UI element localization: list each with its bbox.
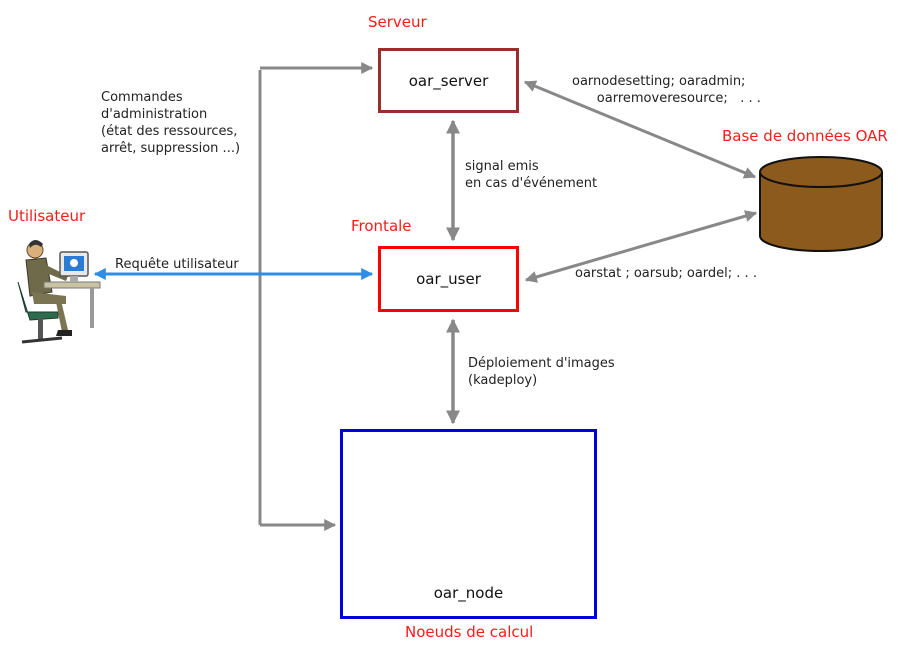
- oar-user-box: oar_user: [378, 246, 519, 312]
- user-db-commands-text: oarstat ; oarsub; oardel; . . .: [575, 266, 757, 281]
- user-db-arrow: [524, 210, 758, 283]
- database-cylinder-icon: [759, 156, 883, 252]
- frontend-section-label: Frontale: [351, 217, 412, 235]
- compute-nodes-label: Noeuds de calcul: [405, 623, 534, 641]
- server-section-label: Serveur: [368, 13, 427, 31]
- oar-node-label: oar_node: [431, 584, 506, 602]
- person-at-computer-icon: [17, 240, 101, 344]
- event-signal-text: signal emis en cas d'événement: [465, 159, 598, 191]
- oar-user-label: oar_user: [416, 270, 481, 288]
- oar-server-label: oar_server: [408, 71, 489, 90]
- server-db-arrow: [523, 80, 757, 179]
- oar-server-box: oar_server: [378, 48, 519, 113]
- compute-nodes-box: oar_node: [340, 429, 597, 619]
- user-request-text: Requête utilisateur: [115, 257, 239, 272]
- user-section-label: Utilisateur: [8, 207, 86, 225]
- database-label: Base de données OAR: [722, 127, 888, 145]
- image-deployment-text: Déploiement d'images (kadeploy): [468, 356, 615, 388]
- admin-commands-text: Commandes d'administration (état des res…: [101, 90, 241, 156]
- admin-db-commands-text: oarnodesetting; oaradmin; oarremoveresou…: [572, 74, 761, 106]
